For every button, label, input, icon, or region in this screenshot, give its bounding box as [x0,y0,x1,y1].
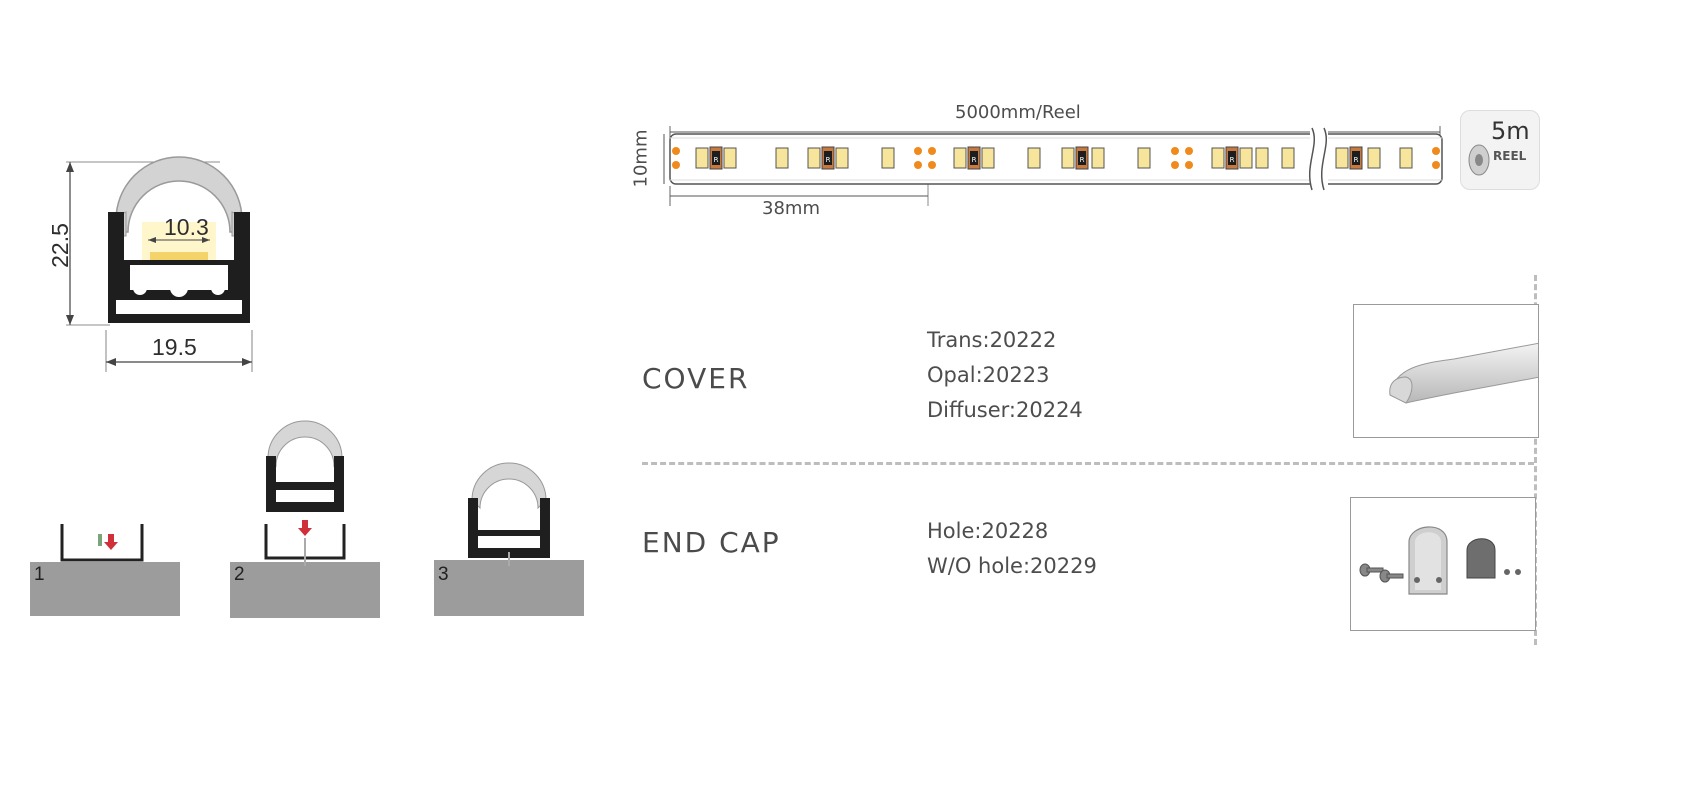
end-cap-heading: END CAP [642,526,781,559]
solder-pad [672,147,680,155]
resistor-label: R [972,156,977,164]
led-chip [953,147,967,169]
led-chip [1027,147,1041,169]
installation-step-3: 3 [434,460,584,620]
cover-heading: COVER [642,362,750,395]
resistor-body [1078,151,1086,165]
solder-pad [1432,147,1440,155]
led-chip [981,147,995,169]
cut-length-label: 38mm [762,198,820,219]
profile-cross-section: 22.5 10.3 19.5 [30,140,290,400]
section-divider-vertical [1534,275,1537,645]
resistor-label: R [1230,156,1235,164]
led-chip [881,147,895,169]
solder-pad [1432,161,1440,169]
resistor-body [824,151,832,165]
installation-step-2: 2 [230,420,380,620]
led-chip [723,147,737,169]
led-chip [1335,147,1349,169]
end-cap-product-icon [1359,526,1521,595]
solder-pad [1171,161,1179,169]
led-chip [775,147,789,169]
step-number: 2 [234,564,245,585]
profile-width-label: 19.5 [152,334,197,360]
led-chip [1367,147,1381,169]
led-chip [695,147,709,169]
reel-length-label: 5000mm/Reel [955,102,1081,123]
resistor-label: R [714,156,719,164]
reel-badge-length: 5m [1491,117,1530,145]
resistor-label: R [1354,156,1359,164]
cover-image-box [1353,304,1541,438]
solder-pad [672,161,680,169]
resistor-body [1228,151,1236,165]
step-number: 3 [438,564,449,585]
cover-code-opal: Opal:20223 [927,363,1050,387]
aluminum-profile-icon [66,156,253,372]
end-cap-code-no-hole: W/O hole:20229 [927,554,1097,578]
resistor-body [1352,151,1360,165]
led-chip [1399,147,1413,169]
end-cap-codes: Hole:20228 W/O hole:20229 [927,514,1097,584]
resistor-label: R [1080,156,1085,164]
profile-height-label: 22.5 [46,223,73,268]
solder-pad [928,147,936,155]
resistor-body [970,151,978,165]
strip-width-label: 10mm [630,129,652,188]
profile-inner-width-label: 10.3 [164,214,209,240]
section-divider [642,462,1534,465]
led-chip [1255,147,1269,169]
cover-product-icon [1389,342,1541,404]
cover-codes: Trans:20222 Opal:20223 Diffuser:20224 [927,323,1083,428]
reel-icon [1468,144,1490,176]
led-chip [1137,147,1151,169]
led-chip [1061,147,1075,169]
led-chip [1239,147,1253,169]
solder-pad [928,161,936,169]
led-chip [1091,147,1105,169]
end-cap-image-box [1350,497,1536,631]
end-cap-code-hole: Hole:20228 [927,519,1049,543]
install-step-2-icon [230,420,380,618]
led-chip [835,147,849,169]
solder-pad [914,147,922,155]
solder-pad [1185,161,1193,169]
install-step-3-icon [434,462,584,616]
installation-step-1: 1 [30,520,180,620]
reel-badge-caption: REEL [1493,149,1527,163]
led-chip [807,147,821,169]
cover-code-trans: Trans:20222 [927,328,1057,352]
resistor-label: R [826,156,831,164]
solder-pad [1185,147,1193,155]
step-number: 1 [34,564,45,585]
solder-pad [1171,147,1179,155]
solder-pad [914,161,922,169]
install-step-1-icon [30,524,180,616]
reel-badge: 5m REEL [1460,110,1540,190]
resistor-body [712,151,720,165]
cover-code-diffuser: Diffuser:20224 [927,398,1083,422]
led-chip [1281,147,1295,169]
led-chip [1211,147,1225,169]
